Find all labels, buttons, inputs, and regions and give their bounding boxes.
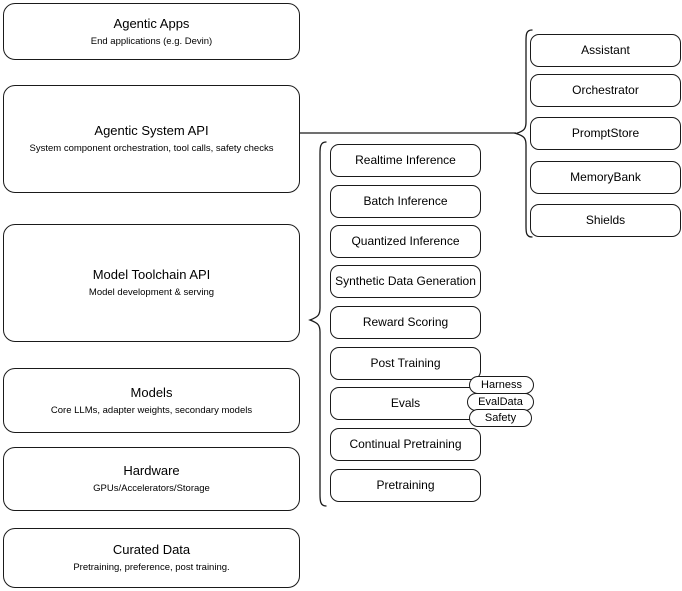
capability-label: Realtime Inference: [355, 153, 456, 167]
component-label: PromptStore: [571, 126, 640, 140]
badge-label: Harness: [481, 378, 522, 391]
capability-label: Continual Pretraining: [349, 437, 462, 451]
connector-system-api-to-components: [300, 126, 518, 140]
capability-evals[interactable]: Evals: [330, 387, 481, 420]
component-memorybank[interactable]: MemoryBank: [530, 161, 681, 194]
component-label: Shields: [585, 213, 626, 227]
component-promptstore[interactable]: PromptStore: [530, 117, 681, 150]
capability-label: Quantized Inference: [351, 234, 460, 248]
capability-batch-inference[interactable]: Batch Inference: [330, 185, 481, 218]
component-assistant[interactable]: Assistant: [530, 34, 681, 67]
capability-label: Post Training: [370, 356, 441, 370]
layer-subtitle: GPUs/Accelerators/Storage: [93, 483, 210, 494]
component-label: Orchestrator: [572, 83, 639, 97]
capability-label: Evals: [390, 396, 421, 410]
layer-subtitle: System component orchestration, tool cal…: [29, 143, 274, 154]
capability-label: Batch Inference: [363, 194, 448, 208]
badge-label: EvalData: [478, 395, 523, 408]
capability-realtime-inference[interactable]: Realtime Inference: [330, 144, 481, 177]
capability-quantized-inference[interactable]: Quantized Inference: [330, 225, 481, 258]
component-orchestrator[interactable]: Orchestrator: [530, 74, 681, 107]
evals-badge-safety[interactable]: Safety: [469, 409, 532, 427]
layer-title: Model Toolchain API: [92, 267, 211, 282]
capability-label: Synthetic Data Generation: [335, 274, 476, 288]
component-label: Assistant: [581, 43, 630, 57]
badge-label: Safety: [484, 411, 517, 424]
layer-title: Agentic System API: [94, 123, 209, 138]
stack-layer-agentic-system-api[interactable]: Agentic System API System component orch…: [3, 85, 300, 193]
layer-title: Agentic Apps: [113, 15, 190, 31]
layer-title: Curated Data: [112, 542, 191, 557]
stack-layer-hardware[interactable]: Hardware GPUs/Accelerators/Storage: [3, 447, 300, 511]
evals-badge-harness[interactable]: Harness: [469, 376, 534, 394]
capability-post-training[interactable]: Post Training: [330, 347, 481, 380]
capability-label: Reward Scoring: [362, 315, 449, 329]
layer-subtitle: Core LLMs, adapter weights, secondary mo…: [50, 404, 253, 416]
stack-layer-agentic-apps[interactable]: Agentic Apps End applications (e.g. Devi…: [3, 3, 300, 60]
capability-continual-pretraining[interactable]: Continual Pretraining: [330, 428, 481, 461]
component-shields[interactable]: Shields: [530, 204, 681, 237]
stack-layer-curated-data[interactable]: Curated Data Pretraining, preference, po…: [3, 528, 300, 588]
layer-subtitle: Pretraining, preference, post training.: [73, 562, 230, 573]
layer-title: Models: [130, 384, 173, 400]
capability-label: Pretraining: [376, 478, 435, 492]
capability-synthetic-data-generation[interactable]: Synthetic Data Generation: [330, 265, 481, 298]
layer-subtitle: Model development & serving: [88, 287, 215, 298]
capability-reward-scoring[interactable]: Reward Scoring: [330, 306, 481, 339]
stack-layer-models[interactable]: Models Core LLMs, adapter weights, secon…: [3, 368, 300, 433]
layer-subtitle: End applications (e.g. Devin): [90, 35, 213, 47]
capability-pretraining[interactable]: Pretraining: [330, 469, 481, 502]
component-label: MemoryBank: [570, 170, 641, 184]
brace-toolchain-capabilities: [306, 140, 328, 508]
layer-title: Hardware: [123, 463, 180, 478]
stack-layer-model-toolchain-api[interactable]: Model Toolchain API Model development & …: [3, 224, 300, 342]
